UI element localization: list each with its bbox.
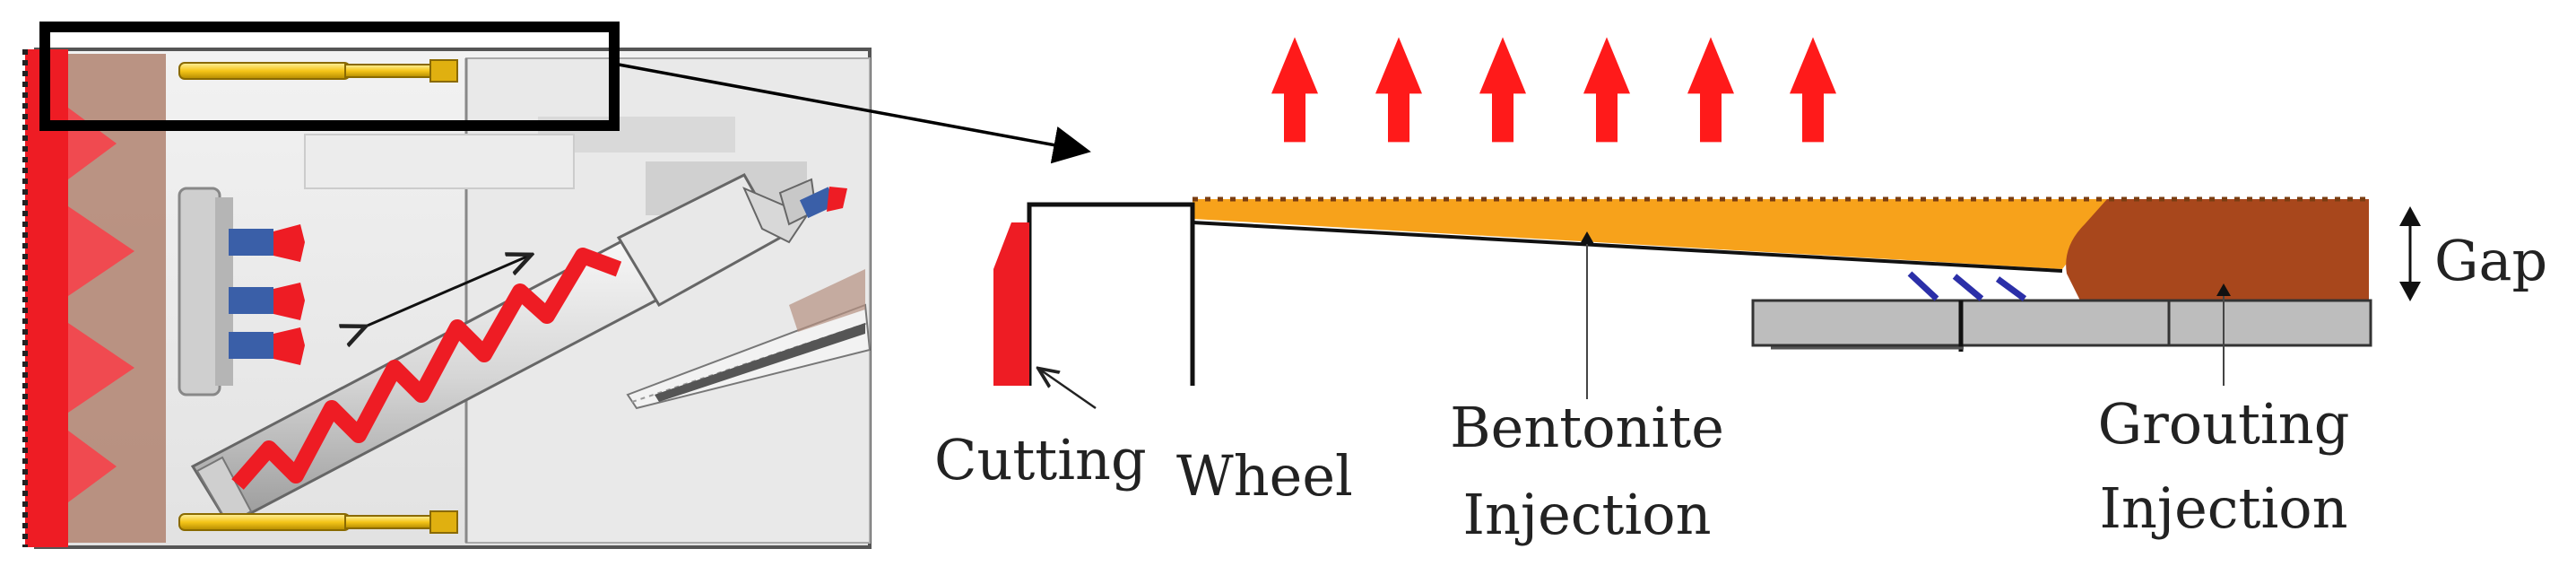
thrust-cylinders	[178, 59, 458, 534]
gap-dimension	[2399, 206, 2421, 301]
zoom-pointer-arrow	[618, 63, 1091, 164]
cutting-wheel-leader	[1040, 370, 1097, 410]
up-arrow-icon	[1479, 37, 1526, 143]
tbm-illustration	[22, 22, 872, 549]
nozzles	[229, 224, 305, 365]
bentonite-label: Bentonite	[1450, 395, 1724, 460]
gap-label: Gap	[2434, 228, 2547, 293]
gap-detail-schematic: Cutting Wheel Bentonite Injection Grouti…	[934, 37, 2547, 547]
cutting-wheel-block	[993, 222, 1029, 386]
up-arrow-icon	[1583, 37, 1630, 143]
zoom-highlight-box	[39, 22, 620, 131]
grouting-label: Grouting	[2098, 391, 2350, 457]
wheel-label: Wheel	[1176, 443, 1353, 509]
cutting-label: Cutting	[934, 427, 1147, 492]
up-arrow-icon	[1375, 37, 1422, 143]
grout-fill	[2066, 199, 2369, 301]
lining-segments	[1751, 299, 2372, 352]
up-arrow-icon	[1687, 37, 1734, 143]
belt-conveyor	[626, 269, 872, 410]
pressure-arrows	[1271, 37, 1836, 143]
bulkhead-plate	[178, 187, 221, 396]
grouting-injection-label: Injection	[2099, 475, 2347, 541]
bentonite-layer	[1193, 199, 2116, 269]
brush-seals	[1907, 271, 2027, 301]
up-arrow-icon	[1790, 37, 1836, 143]
shield-profile	[1027, 202, 1195, 386]
screw-conveyor	[190, 173, 847, 527]
bentonite-injection-label: Injection	[1462, 482, 1711, 547]
up-arrow-icon	[1271, 37, 1318, 143]
